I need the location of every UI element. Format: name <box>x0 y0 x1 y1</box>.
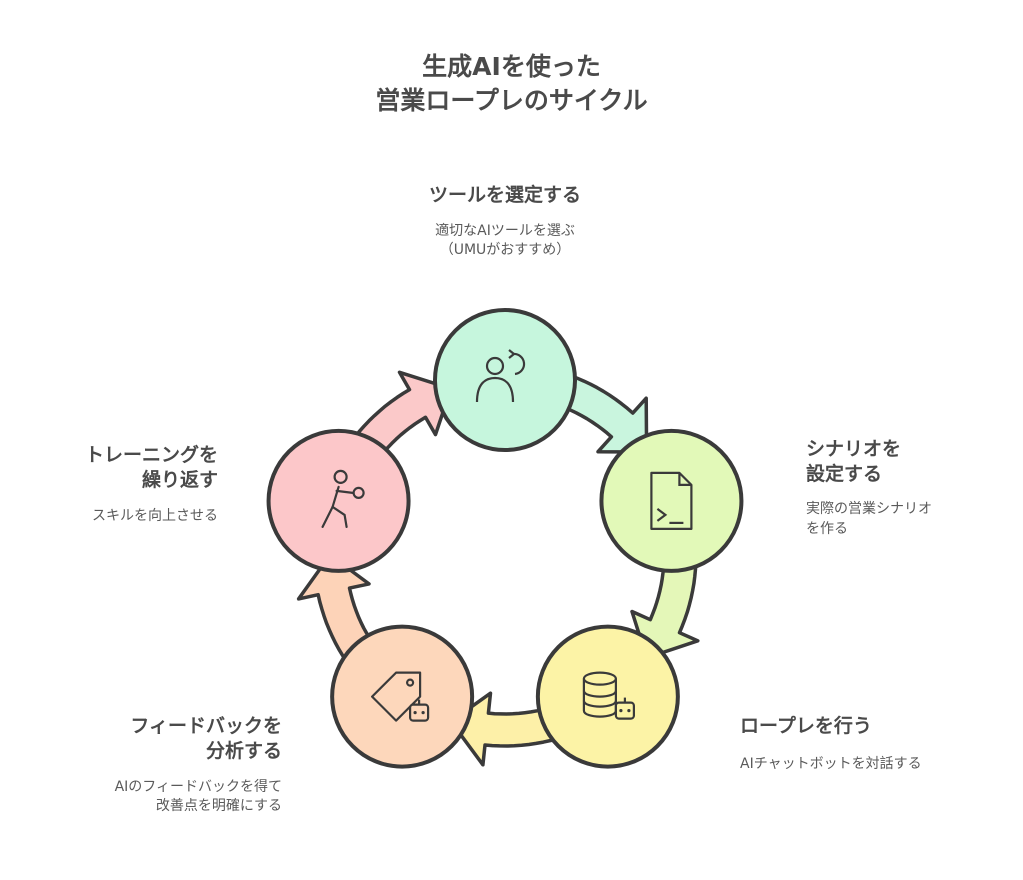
heading-line: 分析する <box>205 740 282 762</box>
heading-line: 繰り返す <box>141 469 218 491</box>
heading-line: フィードバックを <box>130 715 282 737</box>
step-description: スキルを向上させる <box>20 507 218 526</box>
step-circle-roleplay <box>535 624 680 769</box>
heading-line: トレーニングを <box>84 444 218 466</box>
desc-line: AIチャットボットを対話する <box>740 756 922 772</box>
training-person-icon <box>321 469 365 528</box>
step-label-roleplay: ロープレを行う AIチャットボットを対話する <box>740 714 922 774</box>
heading-line: 設定する <box>806 463 883 485</box>
desc-line: AIのフィードバックを得て <box>114 779 282 795</box>
step-heading: トレーニングを 繰り返す <box>20 443 218 493</box>
diagram-title: 生成AIを使った 営業ロープレのサイクル <box>0 50 1023 118</box>
heading-line: シナリオを <box>806 438 902 460</box>
step-description: AIのフィードバックを得て 改善点を明確にする <box>40 778 282 816</box>
title-line-2: 営業ロープレのサイクル <box>375 86 648 115</box>
desc-line: 改善点を明確にする <box>155 798 282 814</box>
step-label-repeat-training: トレーニングを 繰り返す スキルを向上させる <box>20 443 218 526</box>
step-heading: シナリオを 設定する <box>806 437 932 487</box>
script-file-icon <box>650 471 693 530</box>
step-description: 実際の営業シナリオ を作る <box>806 499 932 539</box>
cycle-arrows <box>296 370 700 767</box>
step-heading: フィードバックを 分析する <box>40 714 282 764</box>
desc-line: スキルを向上させる <box>92 508 218 524</box>
cycle-circles <box>266 308 744 769</box>
title-line-1: 生成AIを使った <box>422 52 601 81</box>
database-bot-icon <box>582 671 636 720</box>
tag-bot-icon <box>371 671 430 722</box>
step-description: AIチャットボットを対話する <box>740 755 922 774</box>
step-description: 適切なAIツールを選ぶ （UMUがおすすめ） <box>380 222 630 260</box>
desc-line: 適切なAIツールを選ぶ <box>435 223 575 239</box>
step-label-set-scenario: シナリオを 設定する 実際の営業シナリオ を作る <box>806 437 932 539</box>
step-label-analyze-feedback: フィードバックを 分析する AIのフィードバックを得て 改善点を明確にする <box>40 714 282 816</box>
desc-line: （UMUがおすすめ） <box>439 242 571 258</box>
step-circle-set-scenario <box>599 428 744 573</box>
desc-line: 実際の営業シナリオ <box>806 501 932 517</box>
step-heading: ツールを選定する <box>428 184 581 206</box>
step-label-select-tool: ツールを選定する 適切なAIツールを選ぶ （UMUがおすすめ） <box>380 183 630 260</box>
step-circle-select-tool <box>433 308 577 452</box>
step-circle-analyze-feedback <box>330 624 475 769</box>
step-heading: ロープレを行う <box>740 715 872 737</box>
desc-line: を作る <box>806 521 848 537</box>
person-rotate-icon <box>475 349 526 403</box>
step-circle-repeat-training <box>266 428 411 573</box>
